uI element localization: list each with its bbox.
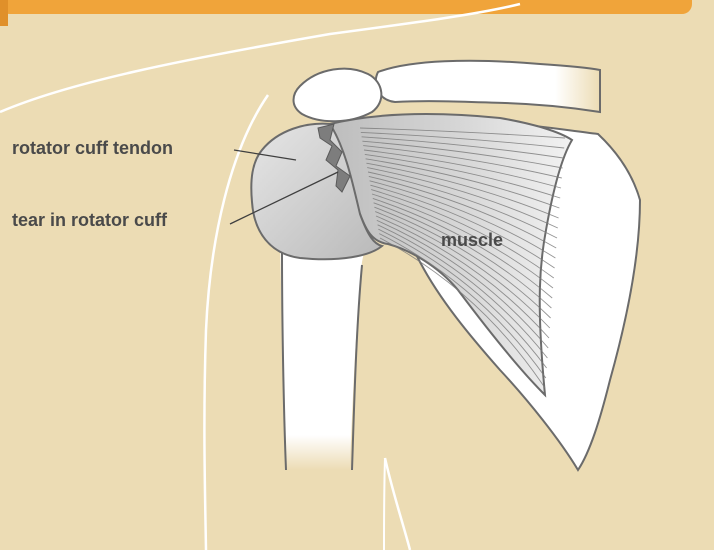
label-rotator-cuff-tendon: rotator cuff tendon bbox=[12, 139, 173, 157]
acromion bbox=[294, 69, 382, 122]
header-bar bbox=[0, 0, 692, 14]
arm-outline-inner bbox=[385, 458, 410, 550]
arm-outline-inner2 bbox=[384, 458, 385, 550]
header-bar-accent bbox=[0, 0, 8, 26]
label-muscle: muscle bbox=[441, 231, 503, 249]
humerus-shaft bbox=[280, 236, 380, 470]
clavicle bbox=[376, 61, 600, 112]
label-tear-in-rotator-cuff: tear in rotator cuff bbox=[12, 211, 167, 229]
